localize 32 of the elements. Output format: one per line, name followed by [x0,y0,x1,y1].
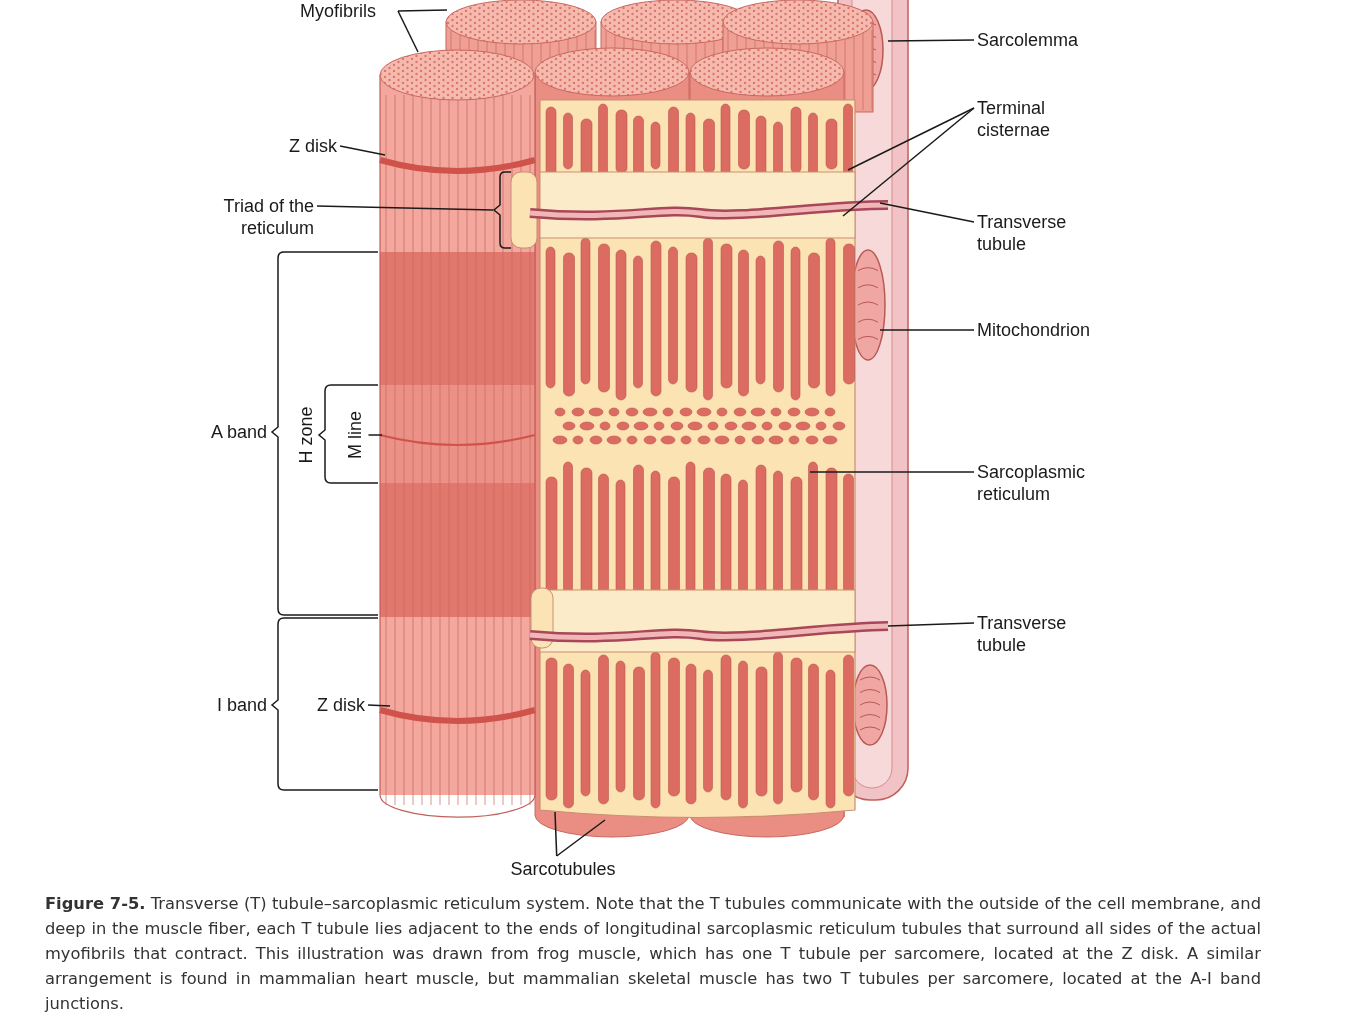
band-label: H zone [294,405,317,466]
leader-line [554,811,558,857]
leader-line [879,329,975,331]
callout-label: Transverse tubule [977,211,1087,255]
callout-label: M line [343,397,366,473]
callout-label: Z disk [300,694,365,716]
leader-line [397,9,448,12]
leader-line [847,107,975,171]
callout-label: Sarcotubules [500,858,626,880]
band-label: A band [209,421,267,443]
leader-line [879,202,975,223]
bracket [493,171,511,249]
callout-label: Terminal cisternae [977,97,1067,141]
leader-line [367,434,383,436]
leader-line [887,39,975,42]
leader-line [555,819,606,857]
band-label: I band [215,694,267,716]
leader-line [397,10,419,53]
leader-line [339,145,386,156]
figure-caption: Figure 7-5. Transverse (T) tubule–sarcoplasmic reticulum system. Note that the T tubules communicate with the outside of the cell membrane, and deep in the muscle fiber, each T tubule lies adjacent to the ends of longitudinal sarcoplasmic reticulum tubules that surround all sides of the actual myofibrils that contract. This illustration was drawn from frog muscle, which has one T tubule per sarcomere, located at the Z disk. A similar arrangement is found in mammalian heart muscle, but mammalian skeletal muscle has two T tubules per sarcomere, located at the A-I band junctions. [45,893,1261,1015]
leader-line [316,205,494,211]
callout-label: Z disk [270,135,337,157]
leader-line [842,107,975,217]
callout-label: Triad of the reticulum [200,195,314,239]
callout-label: Sarcolemma [977,29,1107,51]
callout-label: Transverse tubule [977,612,1087,656]
callout-label: Myofibrils [300,0,395,22]
leader-line [887,622,975,627]
leader-line [809,471,975,473]
callout-label: Mitochondrion [977,319,1117,341]
callout-label: Sarcoplasmic reticulum [977,461,1112,505]
leader-line [367,704,391,707]
